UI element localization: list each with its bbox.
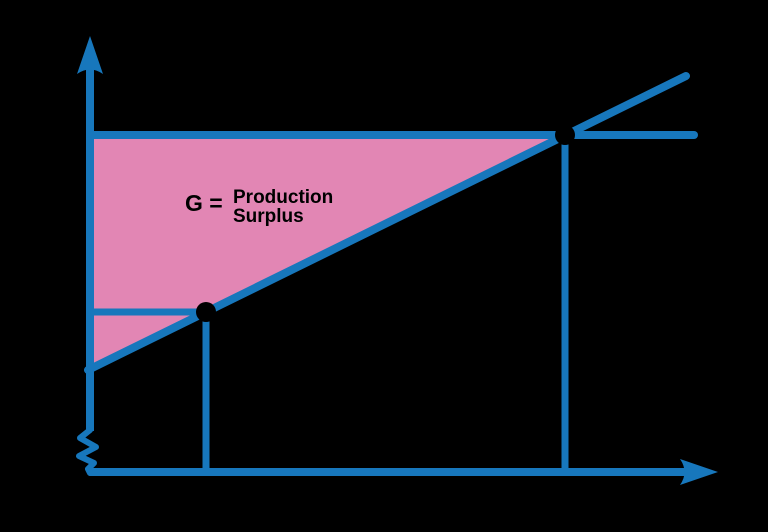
y-axis-arrowhead: [77, 36, 103, 74]
surplus-label: G = Production Surplus: [185, 187, 333, 227]
surplus-label-line1: Production: [233, 187, 333, 208]
y-axis-break: [76, 427, 99, 476]
supply-point-2: [555, 125, 575, 145]
supply-line: [84, 72, 690, 374]
figure-shapes: [76, 36, 718, 485]
surplus-label-line2: Surplus: [233, 206, 304, 227]
x-axis-arrowhead: [680, 459, 718, 485]
surplus-label-symbol: G =: [185, 190, 223, 216]
supply-point-1: [196, 302, 216, 322]
